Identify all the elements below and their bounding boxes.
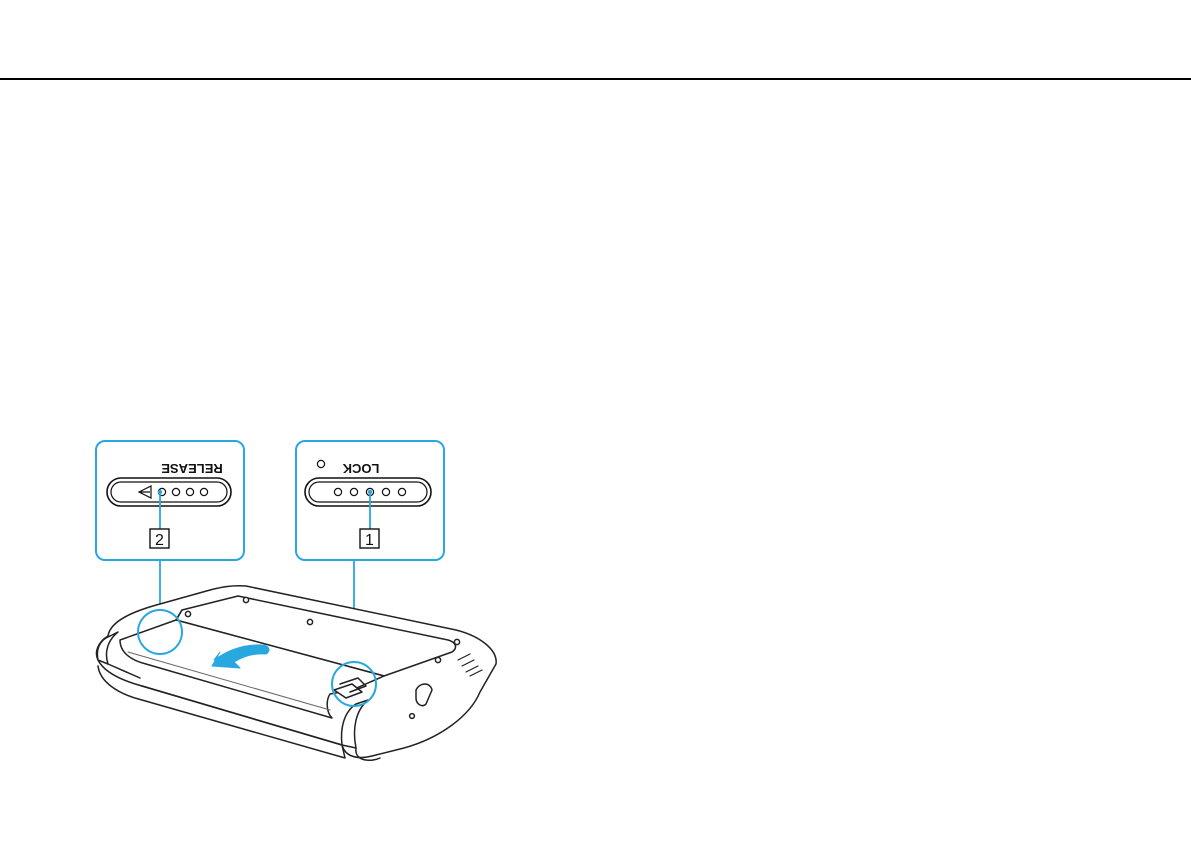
lock-label: LOCK <box>342 461 379 476</box>
header-rule <box>0 78 1191 80</box>
slide-direction-arrow <box>212 645 269 668</box>
callout-number-1: 1 <box>365 532 374 549</box>
lock-highlight-circle <box>332 662 376 706</box>
release-label: RELEASE <box>161 461 223 476</box>
release-highlight-circle <box>138 610 182 654</box>
callout-number-2: 2 <box>155 532 164 549</box>
laptop-bottom-view <box>96 586 496 761</box>
release-callout: RELEASE 2 <box>96 441 244 560</box>
lock-callout: LOCK 1 <box>296 441 444 560</box>
